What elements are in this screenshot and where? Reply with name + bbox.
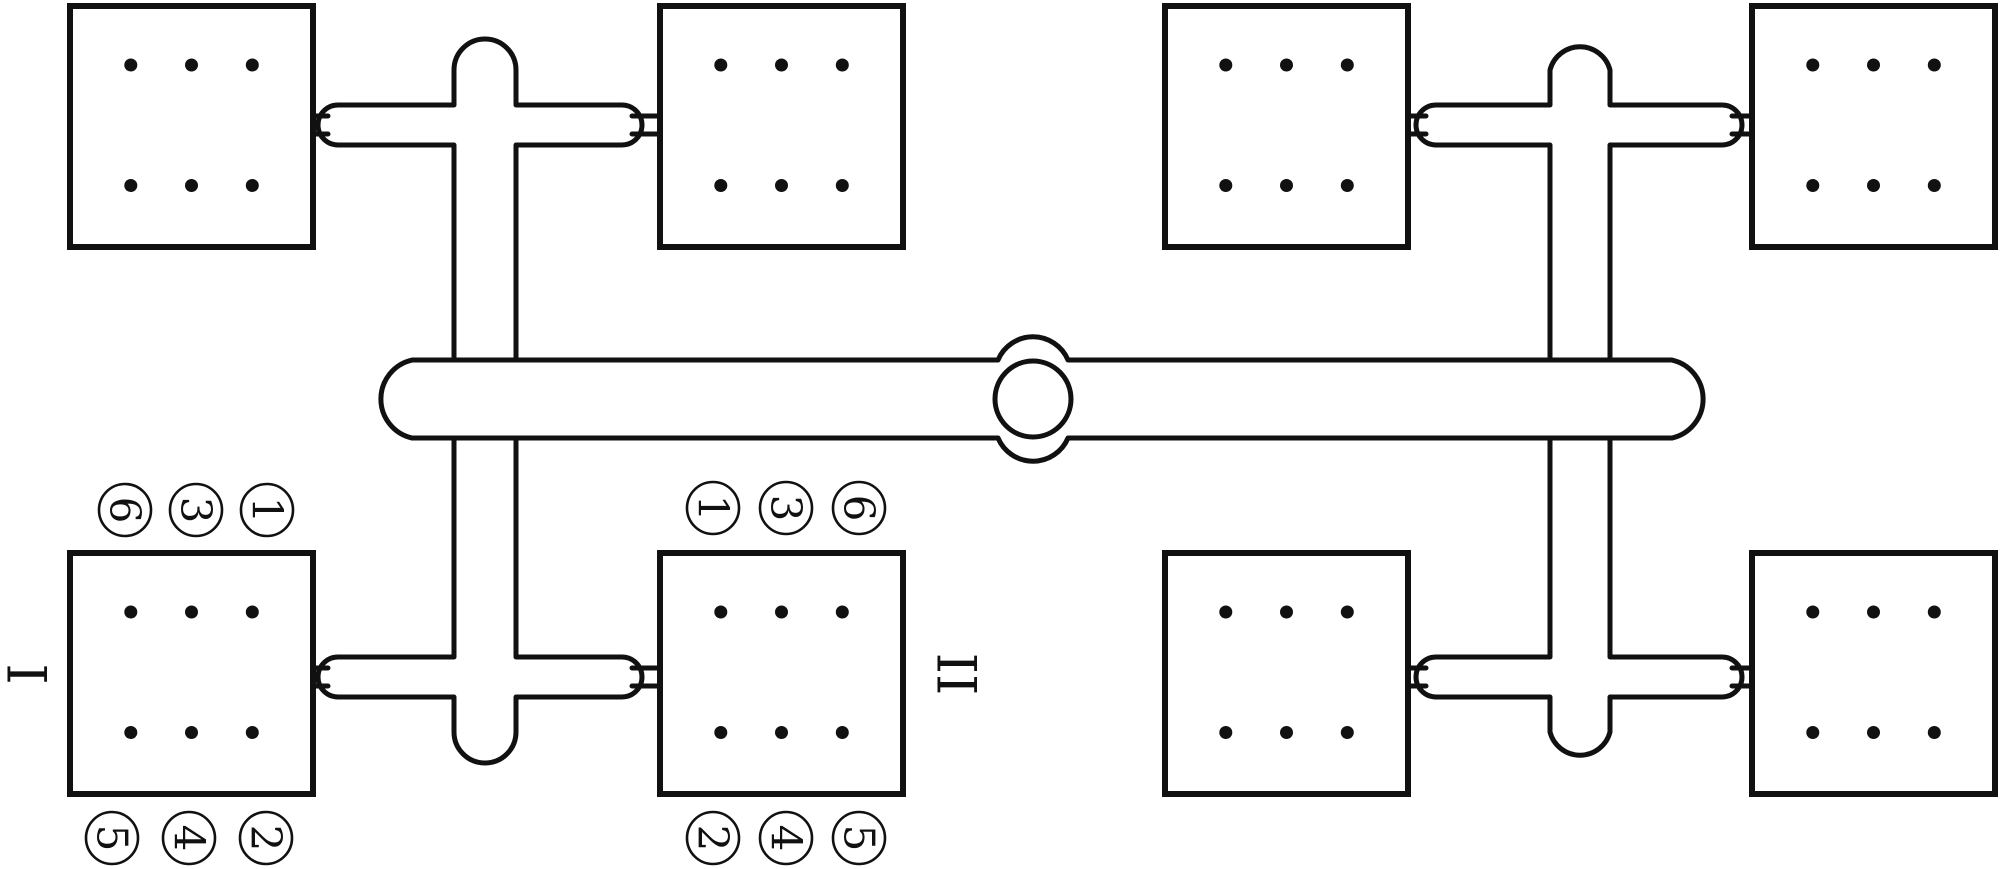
svg-text:1: 1	[243, 497, 292, 524]
module-dot	[714, 605, 728, 619]
svg-text:6: 6	[835, 495, 884, 522]
callout-I-top-1: 6	[97, 482, 153, 538]
module-dot	[835, 726, 849, 739]
module-dot	[245, 179, 259, 192]
module-dot	[185, 58, 198, 72]
module-dot	[1806, 605, 1820, 619]
svg-text:5: 5	[835, 825, 884, 852]
module-I	[67, 550, 316, 797]
module-dot	[1806, 726, 1820, 739]
module-dot	[1280, 179, 1293, 192]
label-module-I: I	[0, 663, 58, 684]
module-top-left-outer	[67, 3, 316, 250]
svg-text:2: 2	[689, 825, 738, 852]
module-dot	[1867, 179, 1880, 192]
module-dot	[1340, 726, 1354, 739]
module-bottom-right-outer	[1749, 550, 1998, 797]
module-dot	[1340, 58, 1354, 72]
module-dot	[124, 726, 138, 739]
module-dot	[1219, 605, 1233, 619]
module-dot	[1867, 58, 1880, 72]
connectors	[310, 113, 1755, 689]
module-dot	[124, 605, 138, 619]
module-top-right-inner	[1162, 3, 1411, 250]
left-vertical-channel	[315, 36, 645, 766]
svg-text:1: 1	[689, 495, 738, 522]
module-dot	[775, 179, 788, 192]
center-channel	[378, 334, 1706, 464]
module-dot	[185, 726, 198, 739]
right-vertical-channel	[1413, 44, 1745, 758]
callout-II-top-2: 3	[758, 480, 814, 536]
callout-I-top-3: 1	[239, 482, 295, 538]
module-dot	[245, 58, 259, 72]
svg-text:4: 4	[165, 825, 214, 852]
module-dot	[1927, 726, 1941, 739]
svg-text:3: 3	[762, 495, 811, 522]
module-dot	[775, 58, 788, 72]
center-chamber	[992, 358, 1074, 440]
module-dot	[775, 726, 788, 739]
module-II	[657, 550, 906, 797]
callout-II-top-1: 1	[685, 480, 741, 536]
module-dot	[1927, 58, 1941, 72]
svg-text:3: 3	[172, 497, 221, 524]
module-dot	[1340, 605, 1354, 619]
callout-II-bottom-2: 4	[758, 810, 814, 866]
module-dot	[1280, 726, 1293, 739]
module-top-right-outer	[1749, 3, 1998, 250]
callout-II-top-3: 6	[831, 480, 887, 536]
callout-I-top-2: 3	[168, 482, 224, 538]
callout-II-bottom-1: 2	[685, 810, 741, 866]
module-dot	[185, 179, 198, 192]
module-dot	[1867, 726, 1880, 739]
module-dots	[124, 58, 1941, 739]
svg-text:2: 2	[242, 825, 291, 852]
module-dot	[245, 726, 259, 739]
callout-I-bottom-1: 5	[84, 810, 140, 866]
module-dot	[714, 58, 728, 72]
module-dot	[1219, 726, 1233, 739]
module-dot	[1219, 58, 1233, 72]
module-dot	[714, 179, 728, 192]
module-dot	[835, 58, 849, 72]
module-dot	[1280, 605, 1293, 619]
module-dot	[1806, 179, 1820, 192]
module-top-left-inner	[657, 3, 906, 250]
callout-I-bottom-2: 4	[161, 810, 217, 866]
svg-text:6: 6	[101, 497, 150, 524]
module-dot	[245, 605, 259, 619]
svg-text:5: 5	[88, 825, 137, 852]
label-module-II: II	[925, 653, 988, 696]
callout-II-bottom-3: 5	[831, 810, 887, 866]
module-dot	[714, 726, 728, 739]
module-dot	[1219, 179, 1233, 192]
module-dot	[1806, 58, 1820, 72]
svg-text:4: 4	[762, 825, 811, 852]
callout-I-bottom-3: 2	[238, 810, 294, 866]
module-dot	[185, 605, 198, 619]
module-dot	[1867, 605, 1880, 619]
module-dot	[835, 179, 849, 192]
module-dot	[1927, 179, 1941, 192]
module-dot	[1927, 605, 1941, 619]
module-dot	[835, 605, 849, 619]
module-dot	[124, 179, 138, 192]
module-dot	[124, 58, 138, 72]
module-bottom-right-inner	[1162, 550, 1411, 797]
module-dot	[1280, 58, 1293, 72]
module-dot	[1340, 179, 1354, 192]
module-dot	[775, 605, 788, 619]
